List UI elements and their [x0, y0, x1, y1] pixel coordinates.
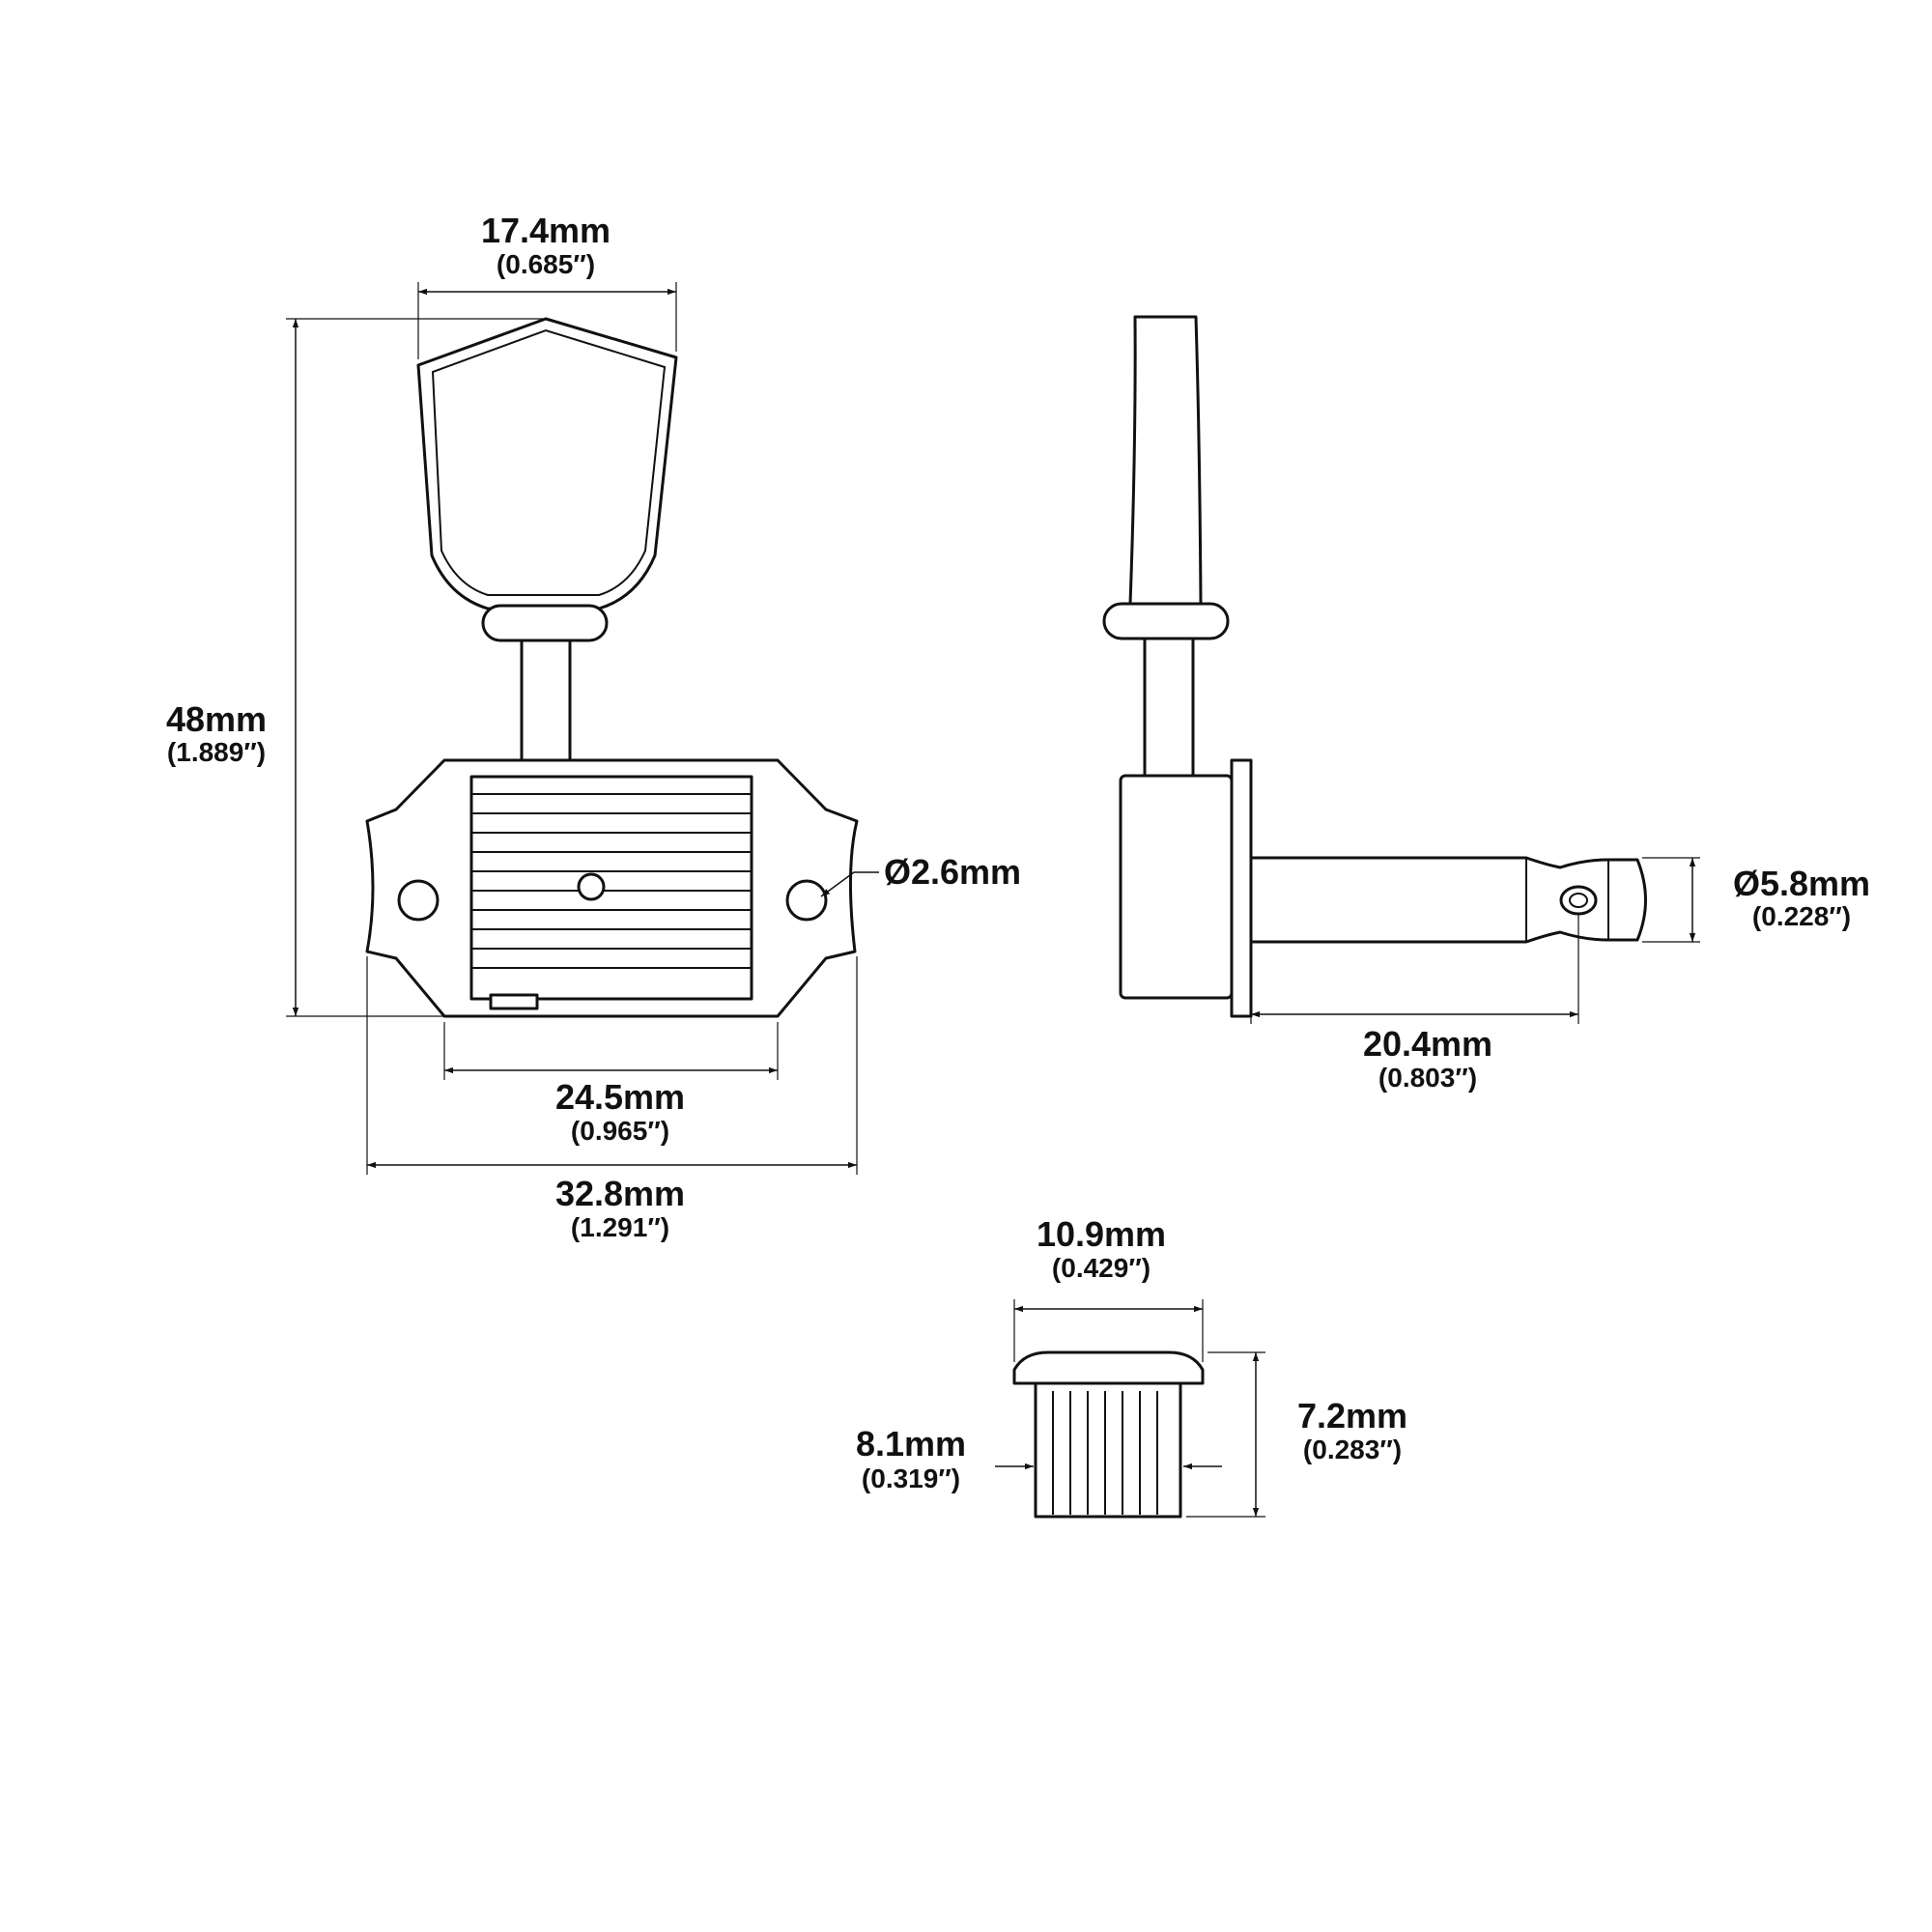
bushing-shaft	[1034, 1381, 1182, 1519]
label-bushing-flange-mm: 10.9mm	[1037, 1214, 1166, 1254]
right-mount-hole	[785, 879, 828, 922]
label-button-width-in: (0.685″)	[497, 249, 595, 279]
string-hole-inner	[1569, 893, 1588, 908]
bushing-knurl	[1052, 1391, 1158, 1515]
dim-leader-hole-diameter	[820, 871, 879, 897]
label-bushing-shaft-mm: 8.1mm	[856, 1424, 966, 1463]
collar-ring	[481, 604, 609, 642]
label-button-width-mm: 17.4mm	[481, 211, 611, 250]
label-post-diameter-in: (0.228″)	[1752, 901, 1851, 931]
bushing-view	[1012, 1350, 1205, 1519]
label-total-height-mm: 48mm	[166, 699, 267, 739]
side-button	[1128, 315, 1203, 606]
label-hole-diameter: Ø2.6mm	[884, 852, 1021, 892]
label-bushing-height-in: (0.283″)	[1303, 1435, 1402, 1464]
label-post-diameter-mm: Ø5.8mm	[1733, 864, 1870, 903]
side-gear-body	[1119, 774, 1234, 1000]
gear-tab	[489, 993, 539, 1010]
bushing-flange	[1012, 1350, 1205, 1385]
left-mount-hole	[397, 879, 440, 922]
label-hole-spacing-mm: 24.5mm	[555, 1077, 685, 1117]
label-hole-spacing-in: (0.965″)	[571, 1116, 669, 1146]
gear-housing	[469, 775, 753, 1001]
string-post	[1249, 856, 1647, 944]
label-plate-width-in: (1.291″)	[571, 1212, 669, 1242]
label-post-length-mm: 20.4mm	[1363, 1024, 1492, 1064]
string-hole	[1559, 885, 1598, 916]
dimension-labels: 17.4mm (0.685″) 48mm (1.889″) Ø2.6mm 24.…	[166, 211, 1870, 1493]
center-screw	[577, 872, 606, 901]
label-bushing-flange-in: (0.429″)	[1052, 1253, 1151, 1283]
gear-housing-ribs	[471, 793, 752, 969]
dimension-lines	[286, 282, 1700, 1518]
shaft	[520, 639, 572, 778]
side-view	[1102, 315, 1647, 1018]
side-plate-flange	[1230, 758, 1253, 1018]
front-view	[365, 317, 859, 1018]
label-bushing-height-mm: 7.2mm	[1297, 1396, 1407, 1435]
label-bushing-shaft-in: (0.319″)	[862, 1463, 960, 1493]
tuner-button-inner-bevel	[431, 328, 667, 596]
label-plate-width-mm: 32.8mm	[555, 1174, 685, 1213]
side-collar	[1102, 602, 1230, 640]
label-total-height-in: (1.889″)	[167, 737, 266, 767]
label-post-length-in: (0.803″)	[1378, 1063, 1477, 1093]
side-shaft	[1143, 637, 1195, 778]
